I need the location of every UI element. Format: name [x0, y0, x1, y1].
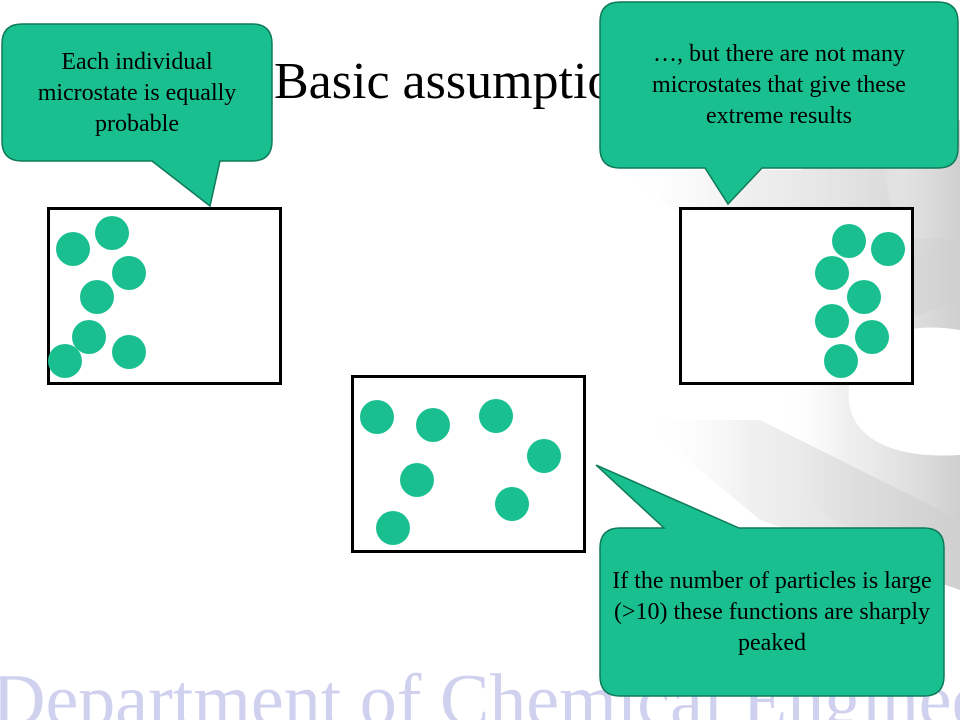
- particle: [832, 224, 866, 258]
- particle: [855, 320, 889, 354]
- particle: [48, 344, 82, 378]
- particle: [824, 344, 858, 378]
- callout-top-left-shape: [1, 23, 273, 208]
- particle: [495, 487, 529, 521]
- callout-bottom-right-shape: [595, 464, 945, 697]
- callout-top-right-shape: [599, 1, 959, 206]
- particle: [95, 216, 129, 250]
- particle: [847, 280, 881, 314]
- slide-title: Basic assumption: [274, 53, 640, 110]
- particle: [112, 256, 146, 290]
- particle: [479, 399, 513, 433]
- particle: [56, 232, 90, 266]
- particle: [80, 280, 114, 314]
- particle: [72, 320, 106, 354]
- particle: [360, 400, 394, 434]
- callout-bottom-right: If the number of particles is large (>10…: [612, 567, 932, 656]
- particle: [400, 463, 434, 497]
- particle: [416, 408, 450, 442]
- particle: [815, 256, 849, 290]
- particle: [112, 335, 146, 369]
- particle: [871, 232, 905, 266]
- callout-top-right: …, but there are not many microstates th…: [652, 40, 906, 129]
- particle: [815, 304, 849, 338]
- particle: [527, 439, 561, 473]
- callout-top-left: Each individual microstate is equally pr…: [37, 48, 237, 137]
- particle: [376, 511, 410, 545]
